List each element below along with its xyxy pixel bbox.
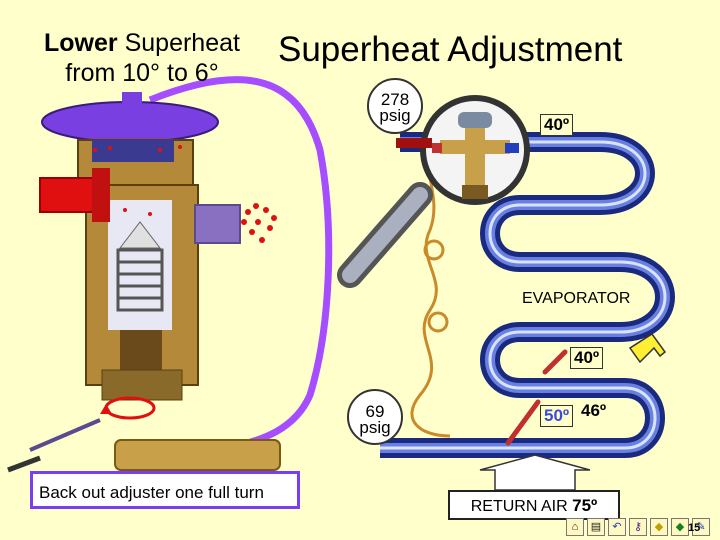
diamond-icon[interactable]: ◆ xyxy=(671,518,689,536)
low-gauge-unit: psig xyxy=(359,418,391,437)
return-air-label: RETURN AIR xyxy=(470,498,568,515)
suction-temp-old: 50º xyxy=(540,405,574,427)
return-air-box: RETURN AIR 75º xyxy=(448,490,620,520)
return-air-temp: 75º xyxy=(572,496,598,515)
evaporator-label: EVAPORATOR xyxy=(522,290,631,307)
key-icon[interactable]: ⚷ xyxy=(629,518,647,536)
equalizer-line xyxy=(410,109,451,438)
caption-box: Back out adjuster one full turn xyxy=(30,471,300,509)
high-gauge-unit: psig xyxy=(379,106,411,125)
evap-temp: 40º xyxy=(570,347,604,369)
subtitle-line2: from 10° to 6° xyxy=(65,59,219,87)
page-title: Superheat Adjustment xyxy=(278,30,623,69)
low-pressure-gauge xyxy=(347,389,403,445)
suction-temp-new: 46º xyxy=(578,401,610,421)
bulb-temp: 40º xyxy=(540,114,574,136)
thermometer-suction xyxy=(505,399,541,446)
high-gauge-value: 278 xyxy=(380,90,410,109)
page-number: 15 xyxy=(688,522,701,534)
thermometer-evap xyxy=(542,349,568,375)
document-icon[interactable]: ▤ xyxy=(587,518,605,536)
home-icon[interactable]: ⌂ xyxy=(566,518,584,536)
evap-airflow-arrow xyxy=(628,332,667,364)
expansion-valve xyxy=(39,92,241,420)
subtitle-rest: Superheat xyxy=(117,29,240,57)
capillary-tube xyxy=(148,76,333,449)
nav-bar: ⌂ ▤ ↶ ⚷ ◆ ◆ ✎ xyxy=(566,518,710,536)
return-air-arrow xyxy=(479,454,591,491)
subtitle-emphasis: Lower xyxy=(44,29,118,57)
magnifier xyxy=(337,95,530,288)
refrigerant-droplets xyxy=(93,145,277,243)
back-arrow-icon[interactable]: ↶ xyxy=(608,518,626,536)
diamond-icon[interactable]: ◆ xyxy=(650,518,668,536)
pencil-icon[interactable]: ✎ xyxy=(692,518,710,536)
low-gauge-value: 69 xyxy=(365,402,385,421)
high-pressure-gauge xyxy=(367,78,423,134)
sensing-bulb xyxy=(7,418,281,473)
